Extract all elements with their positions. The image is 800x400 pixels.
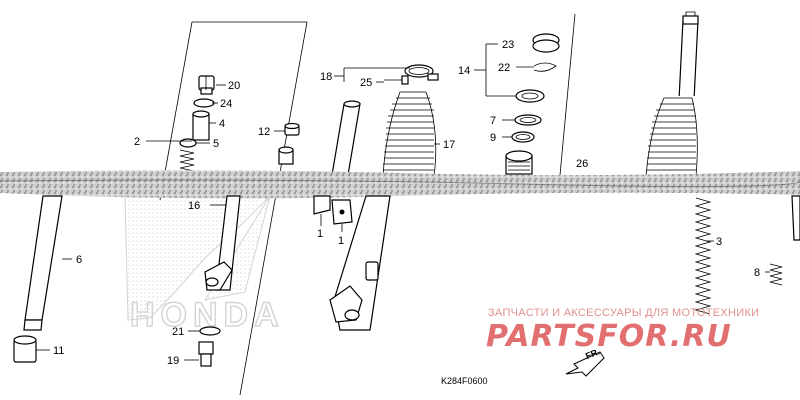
callout-16: 16 (188, 200, 200, 212)
callout-18: 18 (320, 71, 332, 83)
part-23-dust-seal (532, 33, 560, 53)
diagram-code: K284F0600 (441, 376, 488, 386)
callout-5: 5 (213, 138, 219, 150)
part-19-socket-bolt (198, 341, 214, 367)
callout-9: 9 (490, 132, 496, 144)
callout-23: 23 (502, 39, 514, 51)
honda-wing-logo: HONDA (124, 195, 279, 335)
part-7-back-up-ring (514, 114, 542, 126)
callout-3: 3 (716, 236, 722, 248)
callout-25: 25 (360, 77, 372, 89)
noise-band (0, 170, 800, 199)
callout-8: 8 (754, 267, 760, 279)
part-1-clamp-a (313, 195, 331, 215)
part-25-screw (384, 75, 409, 85)
callout-26: 26 (576, 158, 588, 170)
part-16-damper-rod (204, 195, 241, 291)
callout-14: 14 (458, 65, 470, 77)
fork-pipe-upper (331, 100, 361, 176)
part-9-bushing (511, 131, 535, 143)
part-21-sealing-washer (199, 326, 221, 336)
part-2-spring (179, 149, 195, 172)
part-14-oil-seal (515, 89, 545, 103)
part-24-o-ring (193, 98, 215, 108)
left-assembly-frame (192, 21, 308, 396)
fork-assembly-right-upper (645, 11, 699, 177)
callout-20: 20 (228, 80, 240, 92)
callout-1b: 1 (338, 235, 344, 247)
callout-21: 21 (172, 326, 184, 338)
part-20-bolt (198, 75, 215, 95)
part-4-spacer (192, 110, 210, 141)
part-22-circlip (533, 62, 557, 72)
fork-bottom-case (329, 195, 391, 331)
watermark-brand: PARTSFOR.RU (486, 319, 732, 354)
callout-6: 6 (76, 254, 82, 266)
part-slider-bushing (505, 150, 533, 175)
callout-2: 2 (134, 136, 140, 148)
callout-4: 4 (219, 118, 225, 130)
part-11-piston (13, 335, 37, 363)
callout-7: 7 (490, 115, 496, 127)
callouts: 20 24 4 5 2 12 18 25 17 14 23 22 7 9 26 … (53, 39, 760, 367)
part-18-boot-clamp (404, 64, 439, 81)
callout-17: 17 (443, 139, 455, 151)
front-direction-arrow: FR. (565, 347, 605, 377)
callout-12: 12 (258, 126, 270, 138)
part-3-fork-spring (694, 197, 712, 315)
part-6-fork-pipe (23, 195, 63, 331)
part-12-cap (284, 122, 300, 136)
part-5-seat (179, 138, 197, 148)
part-8-spring-seat (769, 263, 783, 286)
watermark-caption: ЗАПЧАСТИ И АКСЕССУАРЫ ДЛЯ МОТОТЕХНИКИ (488, 307, 759, 319)
callout-24: 24 (220, 98, 232, 110)
part-valve (278, 146, 294, 165)
right-assembly-frame (559, 13, 576, 176)
leader-lines (36, 43, 770, 361)
part-1-clamp-b (331, 199, 353, 225)
callout-1a: 1 (317, 228, 323, 240)
callout-11: 11 (53, 345, 64, 357)
callout-22: 22 (498, 62, 510, 74)
part-17-fork-boot (382, 91, 437, 177)
fork-pipe-edge (791, 195, 800, 241)
callout-19: 19 (167, 355, 179, 367)
